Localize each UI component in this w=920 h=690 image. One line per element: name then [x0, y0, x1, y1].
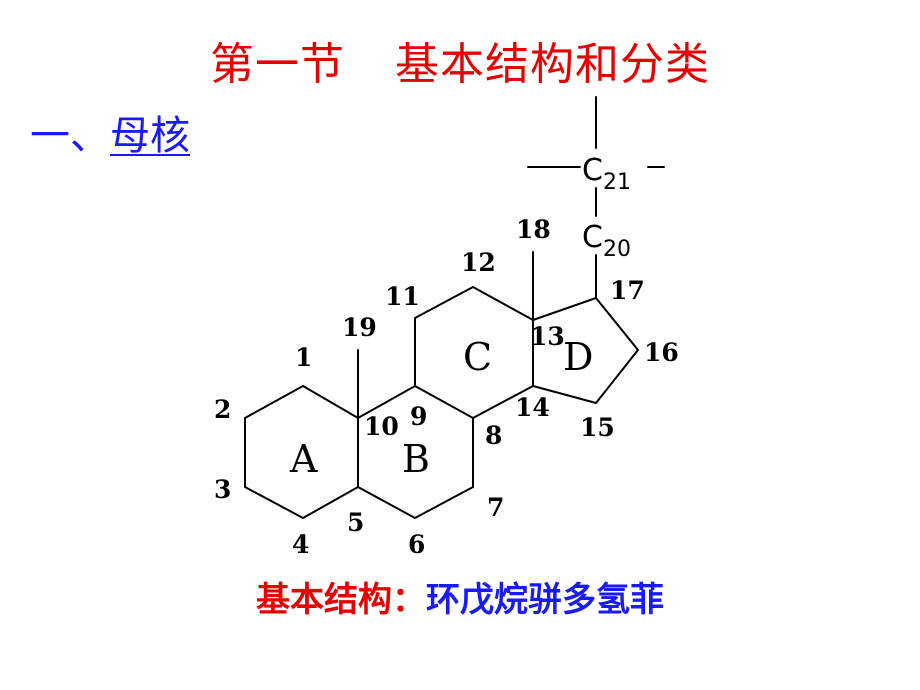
atom-number-3: 3 — [214, 475, 231, 504]
c20-subscript: 20 — [603, 237, 631, 262]
ring-label-d: D — [563, 335, 593, 379]
c20-atom: C20 — [582, 220, 631, 262]
section-heading: 一、母核 — [30, 103, 190, 161]
atom-number-2: 2 — [214, 395, 231, 424]
atom-number-17: 17 — [610, 276, 645, 305]
atom-number-14: 14 — [515, 393, 550, 422]
footer-value: 环戊烷骈多氢菲 — [426, 580, 664, 620]
heading-text: 母核 — [110, 113, 190, 159]
heading-prefix: 一、 — [30, 113, 110, 159]
title-topic: 基本结构和分类 — [395, 39, 710, 90]
c21-symbol: C — [582, 153, 603, 188]
atom-number-9: 9 — [410, 402, 427, 431]
ring-c-bonds — [414, 286, 534, 419]
atom-number-7: 7 — [487, 493, 504, 522]
footer-label: 基本结构： — [256, 580, 426, 620]
c20-symbol: C — [582, 220, 603, 255]
atom-number-1: 1 — [295, 343, 312, 372]
atom-number-11: 11 — [385, 282, 420, 311]
ring-d-bonds — [532, 297, 639, 404]
ring-label-c: C — [463, 335, 492, 379]
atom-number-15: 15 — [580, 413, 615, 442]
atom-number-19: 19 — [342, 313, 377, 342]
atom-number-18: 18 — [516, 215, 551, 244]
slide-title: 第一节基本结构和分类 — [0, 28, 920, 92]
ring-b-bonds — [357, 385, 474, 519]
atom-number-5: 5 — [347, 508, 364, 537]
atom-number-12: 12 — [461, 248, 496, 277]
c21-atom: C21 — [582, 153, 631, 195]
atom-number-8: 8 — [485, 421, 502, 450]
atom-number-10: 10 — [364, 412, 399, 441]
footer-caption: 基本结构：环戊烷骈多氢菲 — [0, 572, 920, 621]
c21-subscript: 21 — [603, 170, 631, 195]
atom-number-6: 6 — [408, 530, 425, 559]
ring-label-b: B — [402, 437, 430, 481]
title-section: 第一节 — [210, 39, 345, 90]
atom-number-4: 4 — [292, 530, 309, 559]
ring-label-a: A — [289, 437, 318, 481]
atom-number-16: 16 — [644, 338, 679, 367]
atom-number-13: 13 — [530, 322, 565, 351]
